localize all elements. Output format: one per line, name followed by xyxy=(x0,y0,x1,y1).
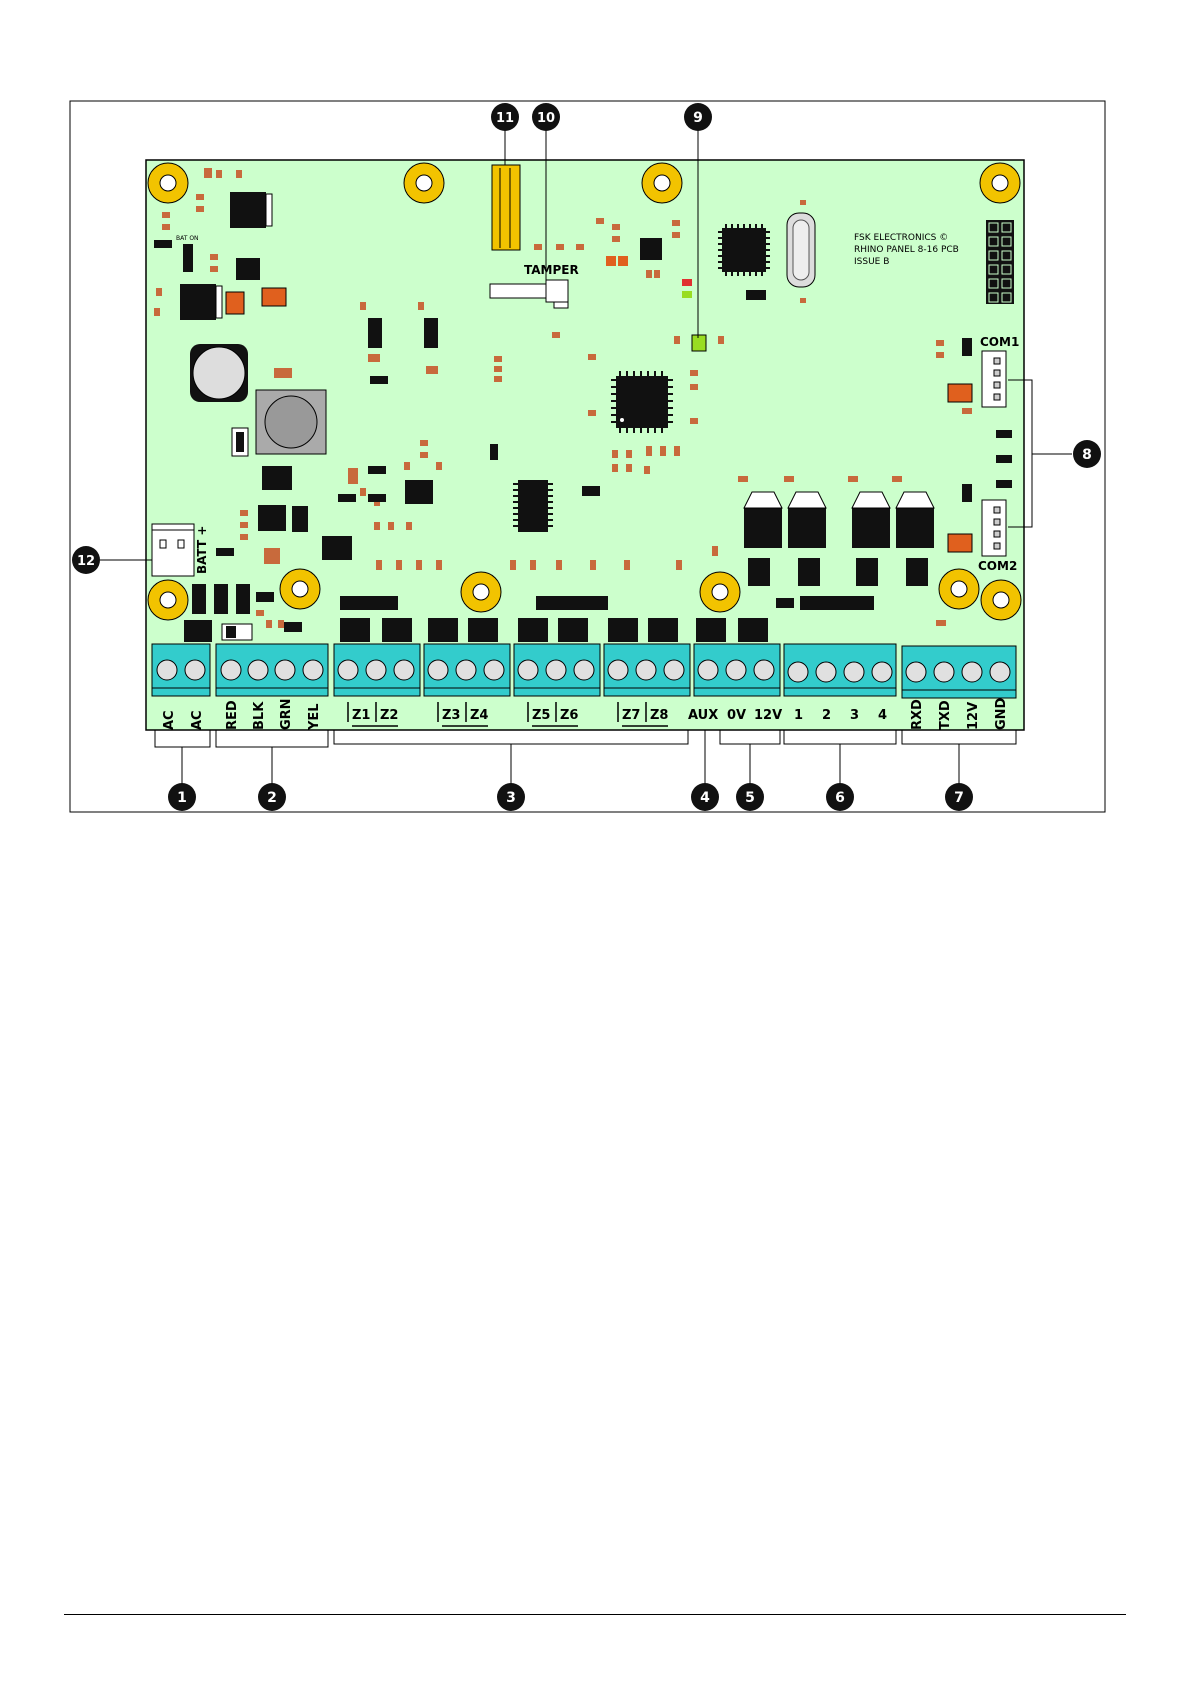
callout-badge: 2 xyxy=(258,783,286,811)
zone-label: Z5 xyxy=(532,708,550,723)
terminal-label: 12V xyxy=(966,702,981,730)
svg-text:1: 1 xyxy=(177,790,187,806)
output-label: 1 xyxy=(794,708,803,723)
terminal-label: RED xyxy=(225,700,240,730)
terminal-label: GRN xyxy=(279,698,294,730)
inductor xyxy=(256,390,326,454)
callout-badge: 6 xyxy=(826,783,854,811)
svg-text:10: 10 xyxy=(537,111,555,126)
callout-badge: 11 xyxy=(491,103,519,131)
output-label: 3 xyxy=(850,708,859,723)
mount-hole xyxy=(981,580,1021,620)
com1-connector xyxy=(982,351,1006,407)
battery-connector xyxy=(152,524,194,576)
terminal-label: GND xyxy=(994,697,1009,730)
callout-badge: 5 xyxy=(736,783,764,811)
mount-hole xyxy=(461,572,501,612)
svg-text:11: 11 xyxy=(496,111,514,126)
callout-badge: 12 xyxy=(72,546,100,574)
terminal-blocks xyxy=(152,644,1016,698)
batt-label: BATT + xyxy=(195,526,209,574)
terminal-block-power xyxy=(694,644,780,696)
svg-text:8: 8 xyxy=(1082,447,1092,463)
svg-text:12: 12 xyxy=(77,554,95,569)
system-led xyxy=(692,335,706,351)
mount-hole xyxy=(700,572,740,612)
svg-text:7: 7 xyxy=(954,790,964,806)
output-label: 2 xyxy=(822,708,831,723)
maker-line-1: FSK ELECTRONICS © xyxy=(854,233,948,243)
backup-battery xyxy=(190,344,248,402)
zone-label: Z8 xyxy=(650,708,668,723)
terminal-block-z5-z6 xyxy=(514,644,600,696)
terminal-block-serial xyxy=(902,646,1016,698)
svg-text:2: 2 xyxy=(267,790,277,806)
zone-label: Z6 xyxy=(560,708,578,723)
terminal-label: TXD xyxy=(938,700,953,730)
terminal-label: BLK xyxy=(252,701,267,730)
zone-label: Z2 xyxy=(380,708,398,723)
bat-on-label: BAT ON xyxy=(176,235,199,242)
maker-line-2: RHINO PANEL 8-16 PCB xyxy=(854,245,959,255)
logic-ic xyxy=(513,480,553,532)
bat-on-jumper xyxy=(183,244,193,272)
callout-badge: 7 xyxy=(945,783,973,811)
callout-badge: 1 xyxy=(168,783,196,811)
tamper-label: TAMPER xyxy=(524,263,579,277)
zone-label: Z4 xyxy=(470,708,488,723)
output-label: 4 xyxy=(878,708,887,723)
callout-badge: 8 xyxy=(1073,440,1101,468)
terminal-label: AC xyxy=(190,710,205,730)
terminal-block-z1-z2 xyxy=(334,644,420,696)
terminal-block-z3-z4 xyxy=(424,644,510,696)
terminal-block-outputs xyxy=(784,644,896,696)
programming-header xyxy=(986,220,1014,304)
terminal-block-keypad xyxy=(216,644,328,696)
mount-hole xyxy=(280,569,320,609)
maker-line-3: ISSUE B xyxy=(854,257,889,267)
usb-controller-chip xyxy=(718,224,770,276)
mount-hole xyxy=(148,163,188,203)
status-led-red xyxy=(682,279,692,286)
terminal-block-ac xyxy=(152,644,210,696)
terminal-block-z7-z8 xyxy=(604,644,690,696)
mount-hole xyxy=(642,163,682,203)
com1-label: COM1 xyxy=(980,335,1019,349)
terminal-label: RXD xyxy=(910,699,925,730)
zone-label: Z3 xyxy=(442,708,460,723)
zone-label: Z1 xyxy=(352,708,370,723)
terminal-label: YEL xyxy=(307,703,322,731)
mount-hole xyxy=(148,580,188,620)
status-led-green xyxy=(682,291,692,298)
terminal-label: AC xyxy=(162,710,177,730)
callout-badge: 4 xyxy=(691,783,719,811)
callout-badge: 10 xyxy=(532,103,560,131)
power-label: 12V xyxy=(754,708,782,723)
crystal xyxy=(787,213,815,287)
callout-badge: 9 xyxy=(684,103,712,131)
com2-label: COM2 xyxy=(978,559,1017,573)
mount-hole xyxy=(980,163,1020,203)
aux-label: AUX xyxy=(688,708,718,723)
com2-connector xyxy=(982,500,1006,556)
svg-text:4: 4 xyxy=(700,790,710,806)
zone-label: Z7 xyxy=(622,708,640,723)
svg-text:6: 6 xyxy=(835,790,845,806)
main-cpu-chip xyxy=(611,371,673,433)
callout-badge: 3 xyxy=(497,783,525,811)
mount-hole xyxy=(939,569,979,609)
svg-text:3: 3 xyxy=(506,790,516,806)
footer-rule xyxy=(64,1614,1126,1615)
svg-text:9: 9 xyxy=(693,110,703,126)
tamper-contact-bar xyxy=(492,165,520,250)
power-label: 0V xyxy=(727,708,746,723)
svg-text:5: 5 xyxy=(745,790,755,806)
mount-hole xyxy=(404,163,444,203)
